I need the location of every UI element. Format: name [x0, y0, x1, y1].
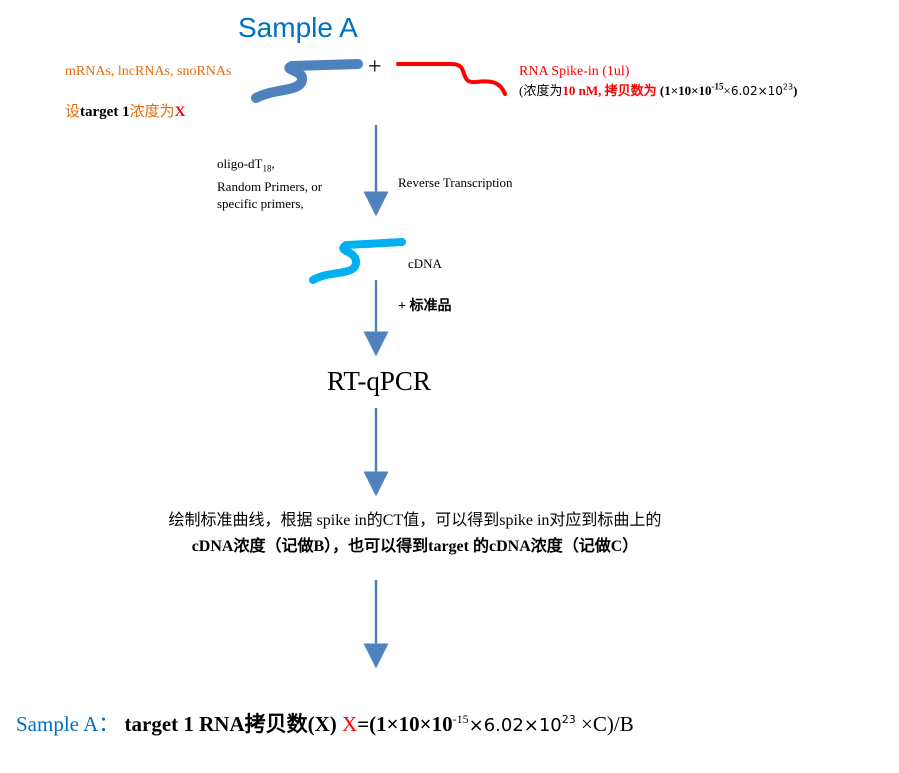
spike-open: (浓度为: [519, 83, 563, 98]
spike-in-concentration: (浓度为10 nM, 拷贝数为 (1×10×10-15×6.02×1023): [519, 80, 797, 99]
standard-curve-text: 绘制标准曲线，根据 spike in的CT值，可以得到spike in对应到标曲…: [85, 508, 745, 560]
primer-comma: ,: [271, 156, 275, 171]
primer-sub: 18: [262, 163, 272, 174]
spike-in-name: RNA Spike-in (1ul): [519, 64, 630, 79]
primer-random: Random Primers, or: [217, 178, 323, 194]
plus-sign: +: [368, 54, 382, 80]
primer-oligo: oligo-dT: [217, 156, 263, 171]
target-assumption: 设target 1浓度为X: [65, 100, 185, 121]
result-target: target 1 RNA拷贝数(X): [124, 712, 337, 736]
result-formula: Sample A： target 1 RNA拷贝数(X) X=(1×10×10-…: [16, 708, 634, 738]
reverse-transcription-label: Reverse Transcription: [398, 175, 513, 190]
assume-x: X: [174, 104, 186, 120]
curve-line-1: 绘制标准曲线，根据 spike in的CT值，可以得到spike in对应到标曲…: [168, 512, 662, 529]
primers-label: oligo-dT18, Random Primers, or specific …: [217, 155, 322, 212]
spike-formula-c: 6.02×10: [730, 84, 783, 98]
rt-qpcr-label: RT-qPCR: [327, 366, 431, 396]
curve-line-2: cDNA浓度（记做B），也可以得到target 的cDNA浓度（记做C）: [191, 538, 639, 555]
cdna-strand: [309, 238, 406, 284]
primer-specific: specific primers,: [217, 195, 304, 211]
result-eq-a: =(1×10×10: [357, 712, 453, 736]
spike-conc: 10 nM, 拷贝数为: [562, 83, 657, 98]
spike-in-strand: [396, 62, 507, 96]
sample-title: Sample A: [238, 12, 358, 43]
spike-formula-a: (1×10×10: [659, 83, 712, 98]
standard-label: + 标准品: [398, 299, 452, 314]
spike-formula-b: ×: [723, 83, 731, 98]
rna-strand: [251, 59, 363, 103]
assume-target: target 1: [80, 104, 130, 120]
cdna-label: cDNA: [408, 256, 442, 271]
result-eq-b: ×6.02×10: [468, 715, 562, 736]
assume-mid: 浓度为: [129, 104, 175, 120]
result-exp2: 23: [561, 713, 576, 726]
spike-close: ): [793, 83, 798, 98]
assume-pre: 设: [65, 104, 81, 120]
spike-exp1: -15: [711, 81, 724, 92]
result-sample: Sample A：: [16, 712, 120, 736]
result-eq-c: ×C)/B: [575, 712, 634, 736]
rna-types-label: mRNAs, lncRNAs, snoRNAs: [65, 64, 232, 79]
result-x: X: [342, 712, 358, 736]
spike-exp2: 23: [782, 82, 794, 92]
result-exp1: -15: [452, 712, 469, 726]
